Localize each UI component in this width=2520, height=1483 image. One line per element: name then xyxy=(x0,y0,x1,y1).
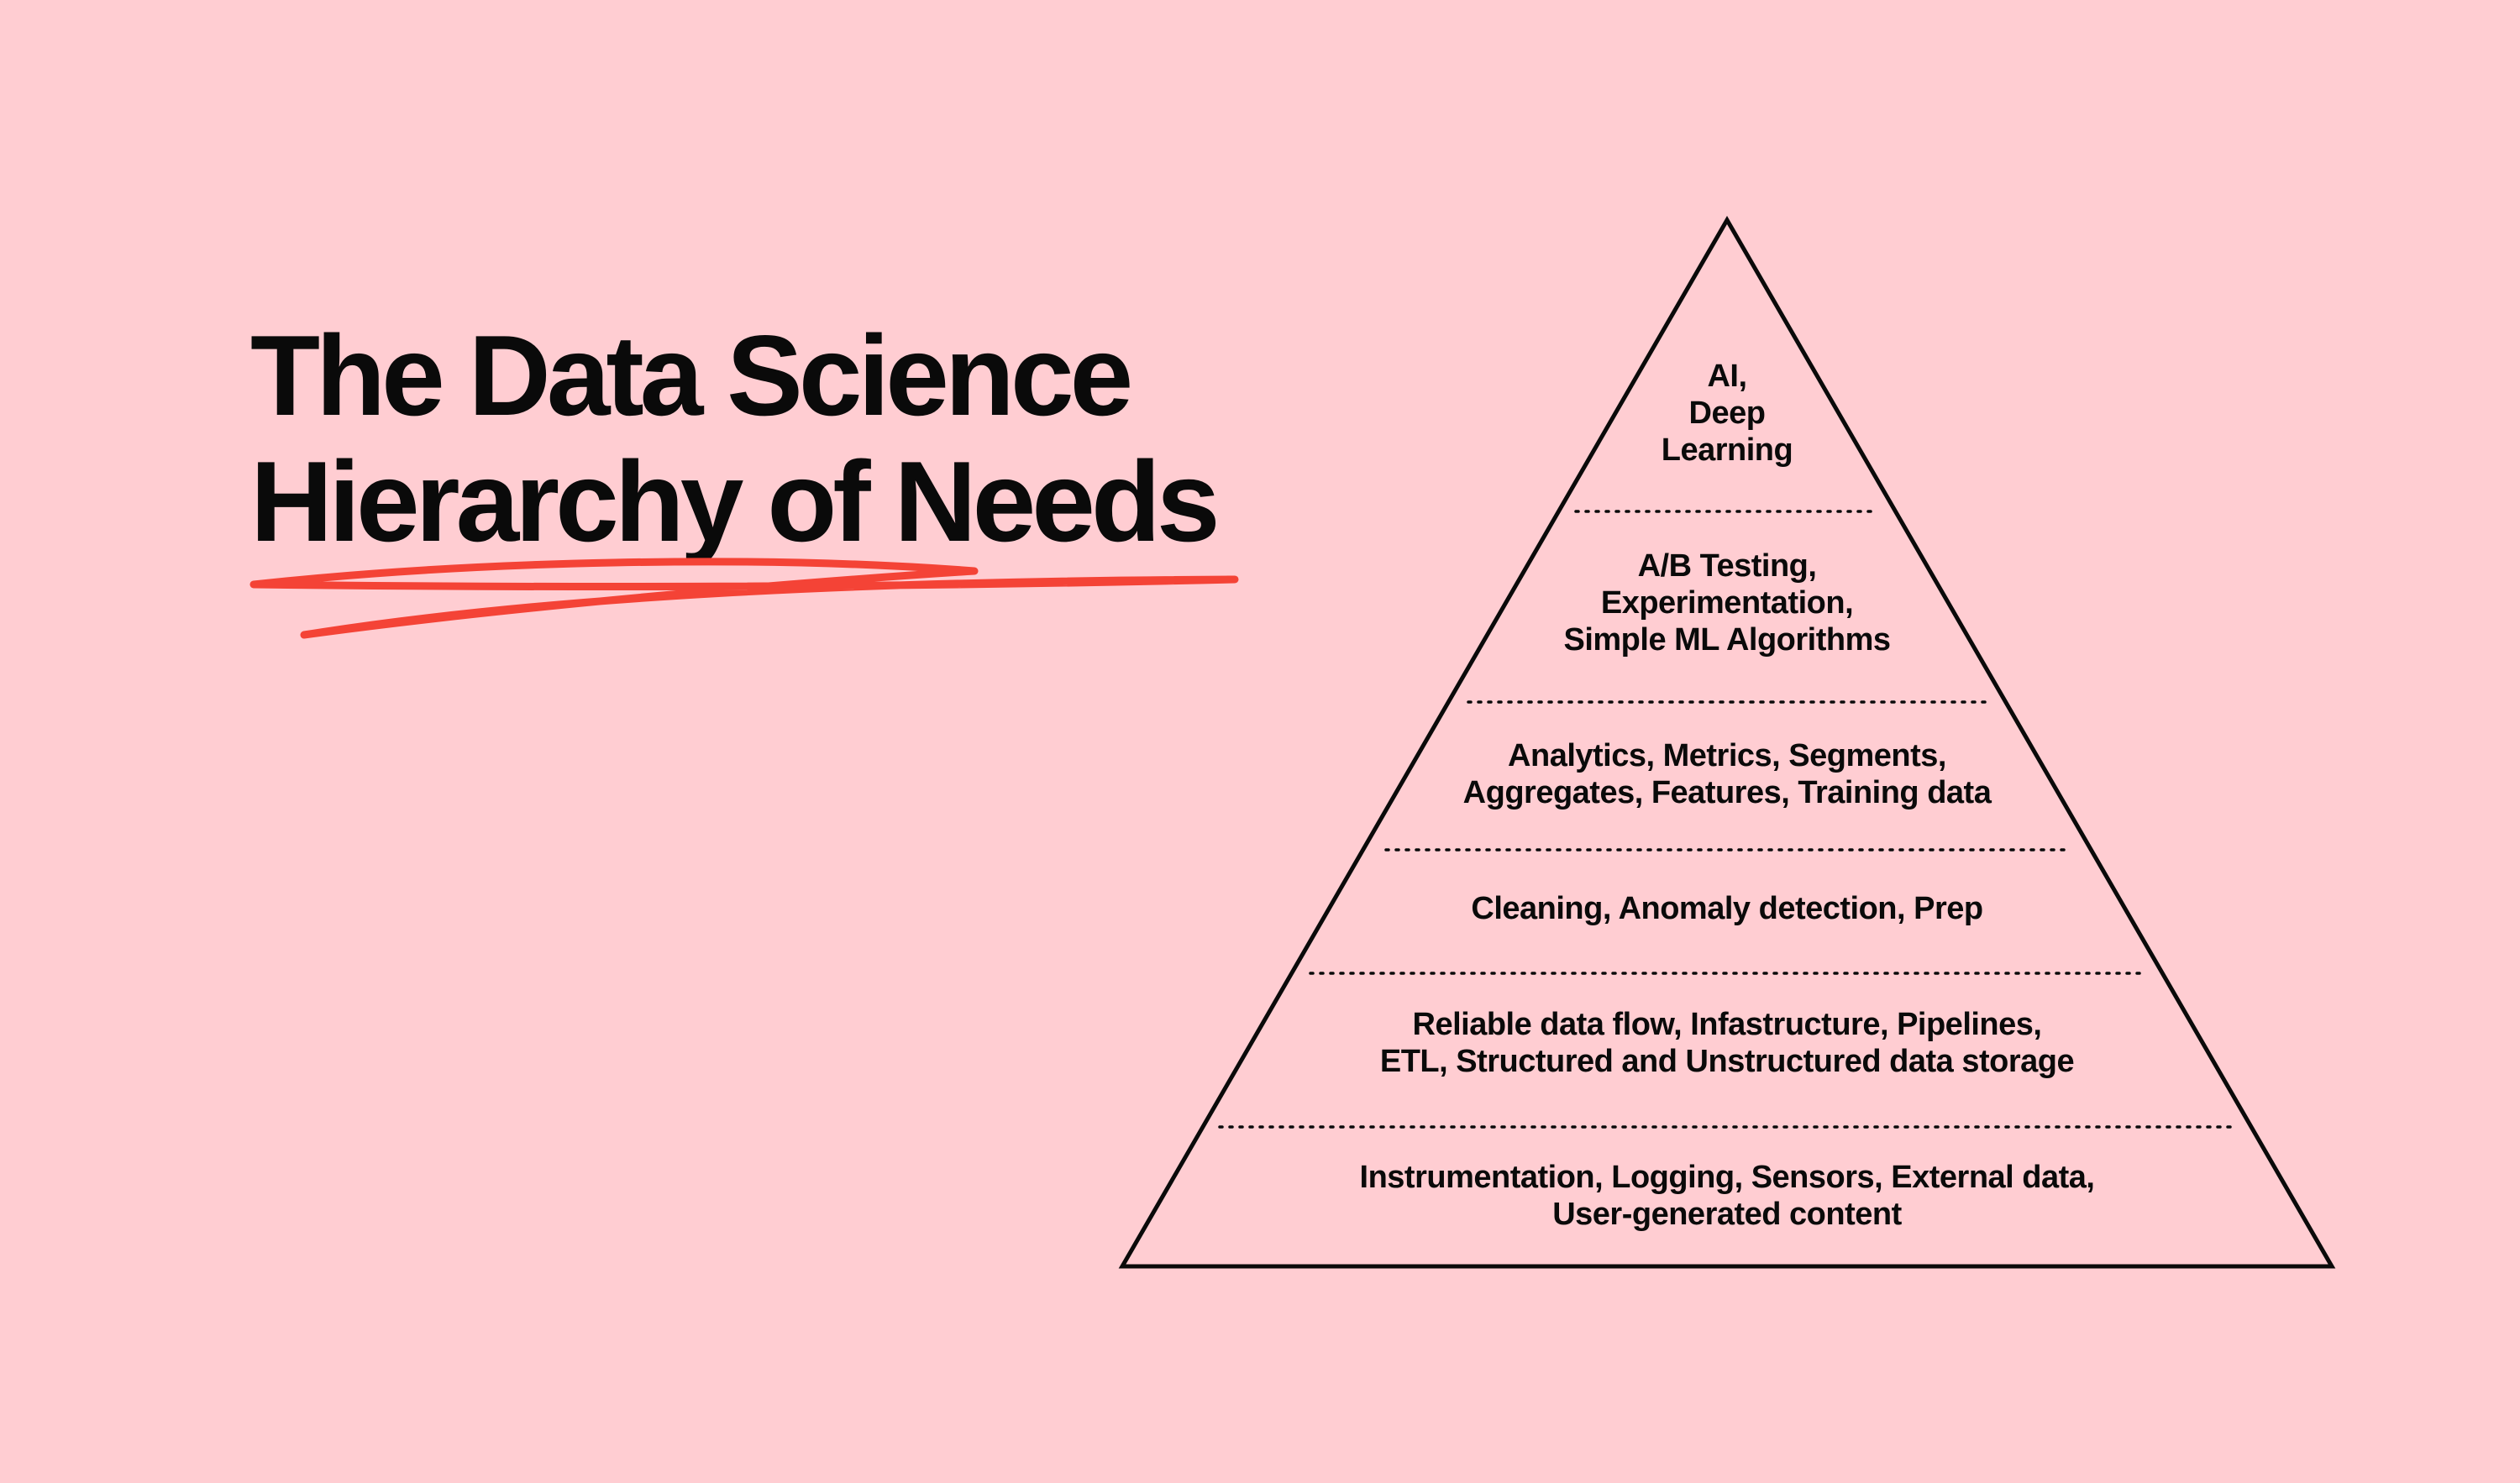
pyramid-outline xyxy=(1118,216,2336,1269)
underline-scribble-stroke xyxy=(249,558,1239,639)
title-line-2: Hierarchy of Needs xyxy=(250,438,1221,565)
tier-ai-deep-learning: AI, Deep Learning xyxy=(1661,359,1793,468)
tier-ab-testing: A/B Testing, Experimentation, Simple ML … xyxy=(1563,548,1891,658)
tier-instrumentation: Instrumentation, Logging, Sensors, Exter… xyxy=(1359,1160,2095,1232)
title-line-1: The Data Science xyxy=(250,312,1133,439)
tier-data-flow: Reliable data flow, Infastructure, Pipel… xyxy=(1379,1007,2075,1079)
page-title: The Data Science Hierarchy of Needs xyxy=(250,312,1221,565)
tier-cleaning: Cleaning, Anomaly detection, Prep xyxy=(1471,891,1983,926)
tier-analytics: Analytics, Metrics, Segments, Aggregates… xyxy=(1462,738,1992,810)
